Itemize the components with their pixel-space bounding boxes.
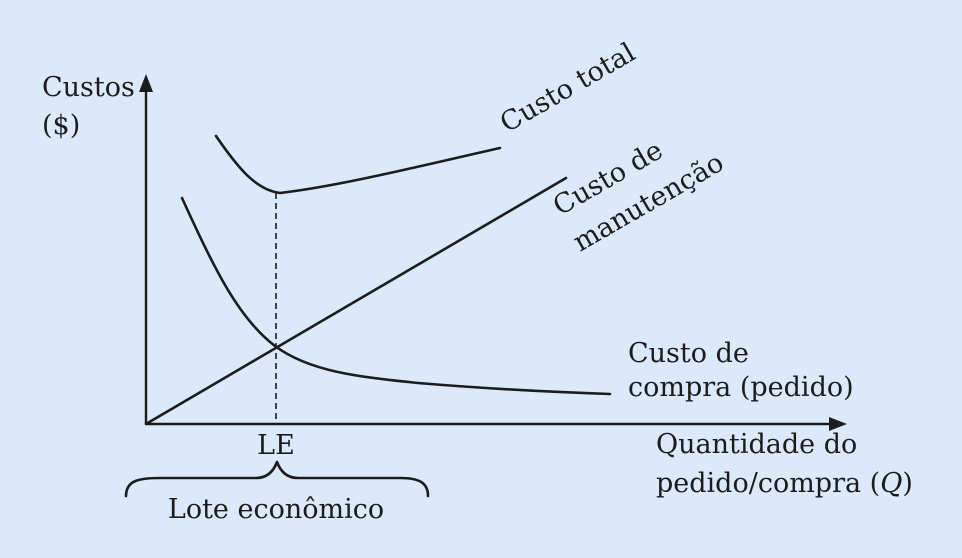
brace-label: Lote econômico [168, 494, 384, 525]
ordering-cost-label-line1: Custo de [628, 338, 749, 369]
ordering-cost-label-line2: compra (pedido) [628, 372, 854, 403]
x-axis-label-suffix: ) [902, 468, 913, 499]
x-axis-variable: Q [880, 468, 902, 499]
total-cost-curve [214, 134, 502, 195]
y-axis-label-line1: Custos [42, 72, 135, 103]
y-axis-label-line2: ($) [42, 110, 80, 141]
x-axis-label-prefix: pedido/compra ( [656, 468, 880, 499]
x-axis-arrowhead [829, 417, 847, 431]
carrying-cost-line [144, 176, 568, 426]
x-axis-label-line1: Quantidade do [656, 429, 857, 460]
y-axis-arrowhead [139, 74, 153, 92]
ordering-cost-curve [180, 196, 612, 396]
le-marker-label: LE [257, 430, 295, 461]
brace [124, 460, 430, 498]
total-cost-label: Custo total [495, 37, 641, 139]
x-axis-label-line2: pedido/compra (Q) [656, 468, 913, 499]
